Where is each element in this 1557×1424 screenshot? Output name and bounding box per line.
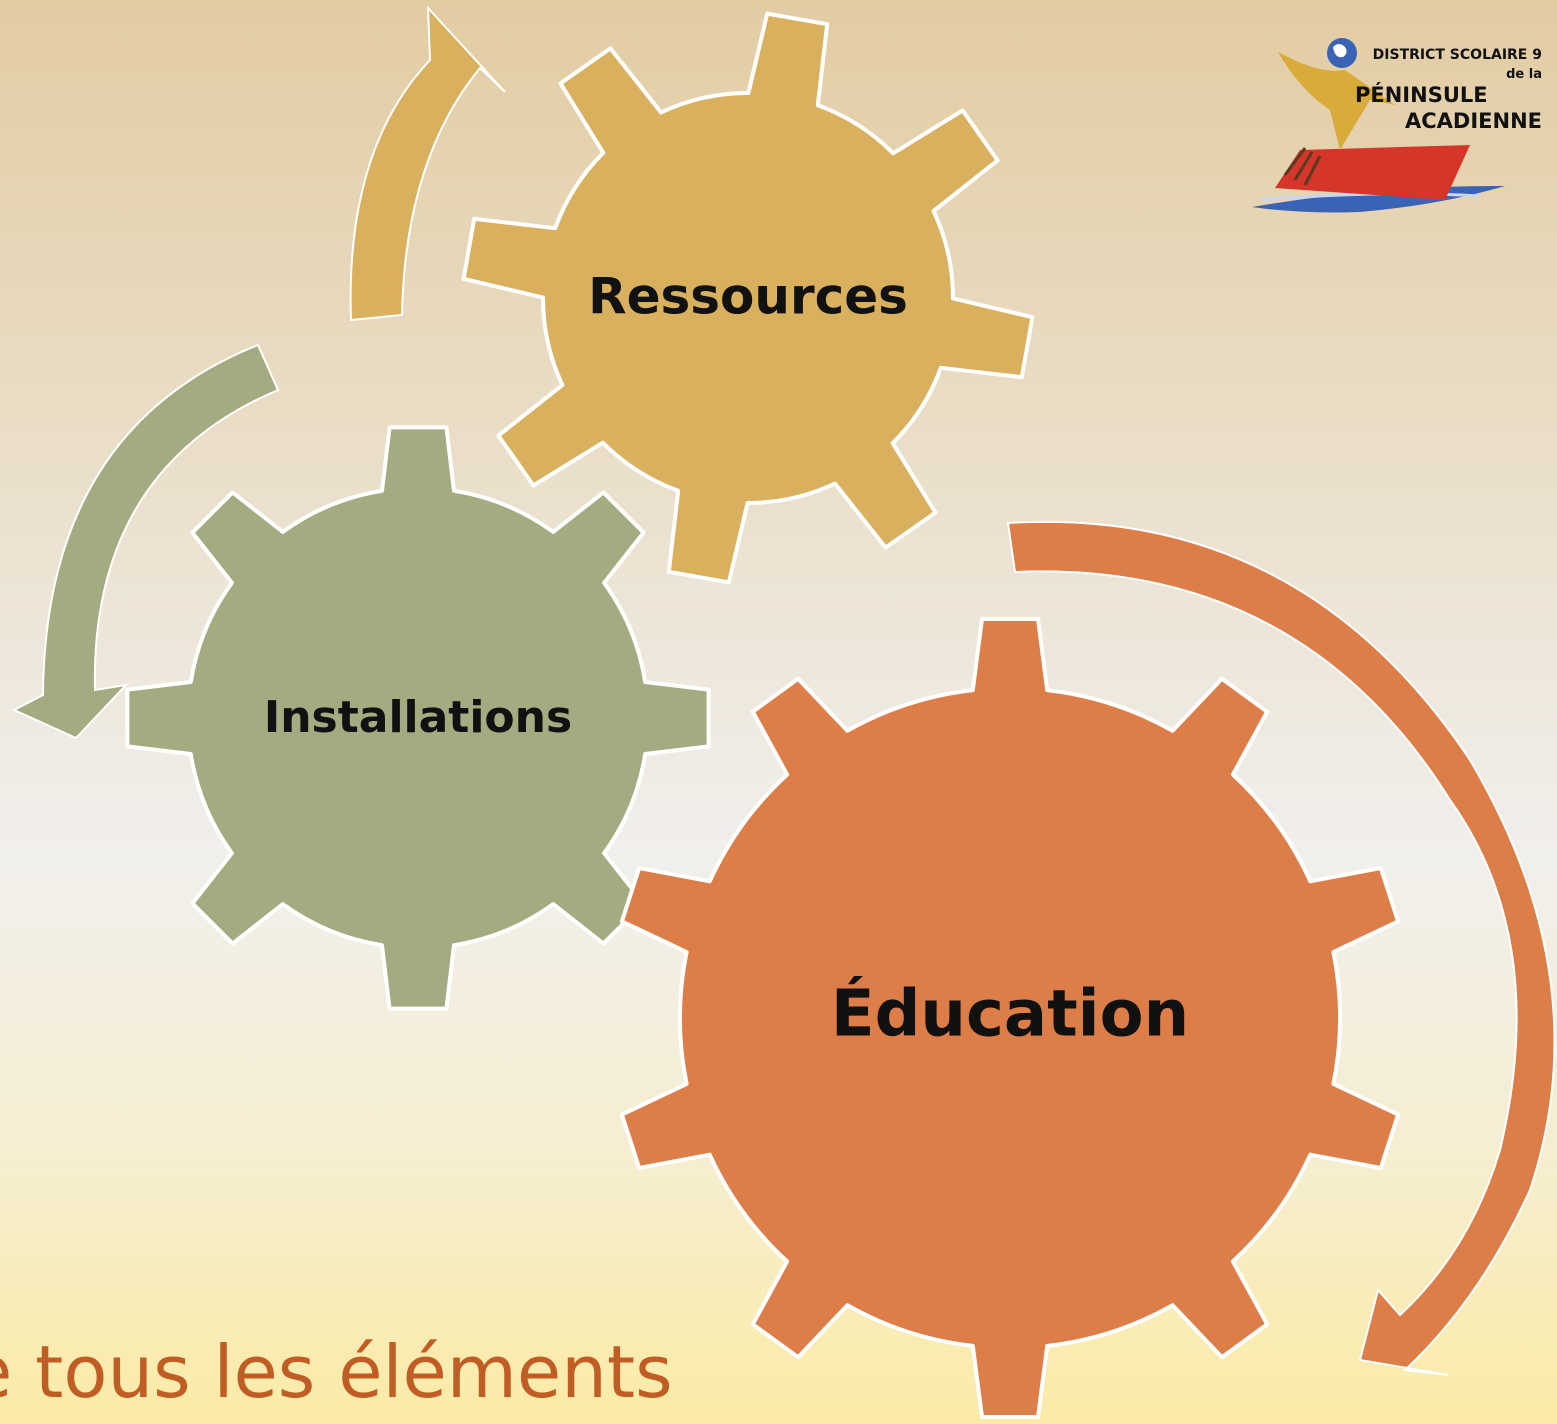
gear-resources: Ressources [461,11,1035,585]
district-logo: DISTRICT SCOLAIRE 9 de la PÉNINSULE ACAD… [1252,38,1542,213]
gear-education-label: Éducation [831,976,1189,1052]
gear-installations: Installations [125,425,711,1011]
logo-line-4: ACADIENNE [1405,109,1542,133]
logo-boat-icon [1275,145,1470,200]
gear-education: Éducation [619,617,1401,1419]
logo-figure-icon [1278,52,1395,150]
logo-line-1: DISTRICT SCOLAIRE 9 [1373,47,1542,63]
gear-resources-label: Ressources [588,268,908,326]
green-cycle-arrow [11,343,280,740]
slide-caption: e tous les éléments [0,1330,673,1414]
orange-cycle-arrow [1006,520,1556,1376]
logo-line-3: PÉNINSULE [1355,82,1488,107]
gear-installations-label: Installations [264,692,572,743]
logo-line-2: de la [1506,67,1542,82]
yellow-cycle-arrow [349,5,506,322]
